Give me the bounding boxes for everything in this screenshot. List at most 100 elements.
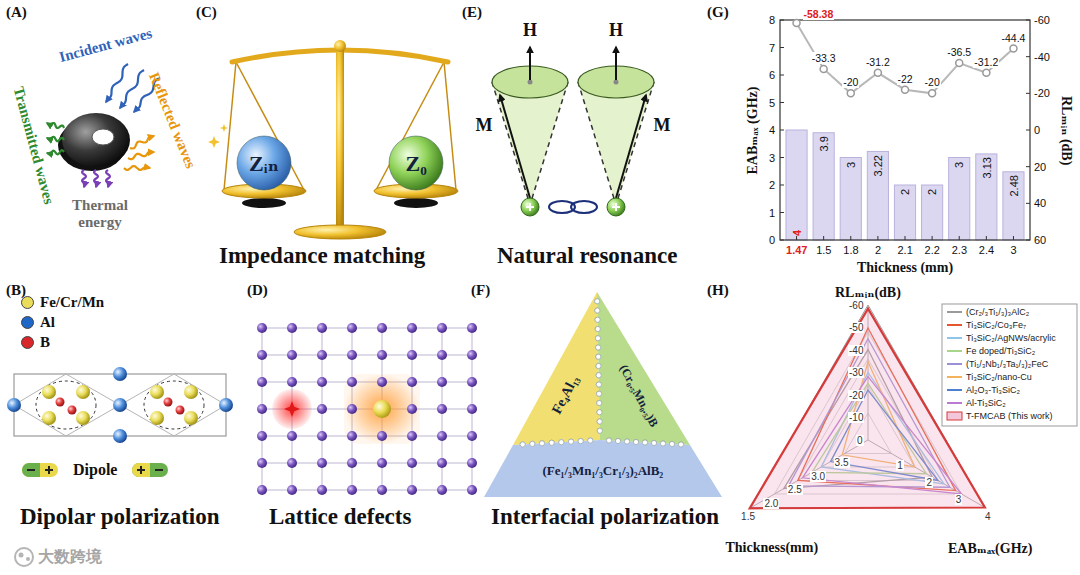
magnetization-label: M <box>654 115 671 136</box>
panel-letter: (A) <box>6 4 27 21</box>
lattice-atom <box>347 377 357 387</box>
dipole-right <box>22 463 58 477</box>
logo-dot <box>19 553 24 558</box>
interface-bead <box>595 336 600 341</box>
balance-foot <box>394 198 438 208</box>
interface-bead <box>642 440 647 445</box>
legend-sample <box>947 412 962 420</box>
rl-marker <box>793 19 800 26</box>
watermark-logo <box>15 548 33 566</box>
lattice-atom <box>257 350 267 360</box>
balance-pole <box>336 46 344 230</box>
legend-sample <box>947 337 962 339</box>
axis-title: RLₘᵢₙ (dB) <box>1058 96 1075 165</box>
interface-bead <box>669 441 674 446</box>
axis-tick: 2 <box>875 244 881 256</box>
rl-marker <box>820 65 827 72</box>
axis-tick: 2.3 <box>952 244 967 256</box>
metal-atom <box>42 411 56 425</box>
legend-text: Fe/Cr/Mn <box>40 294 104 311</box>
tick-mark <box>780 102 784 103</box>
wave-label: Reflected waves <box>145 70 199 171</box>
interface-bead <box>578 439 583 444</box>
legend-text: (Cr₂/₃Ti₁/₃)₃AlC₂ <box>966 307 1029 317</box>
orbit-center <box>528 80 533 85</box>
lattice-atom <box>257 404 267 414</box>
tick-mark <box>986 236 987 240</box>
bond-line <box>120 405 174 436</box>
radar-tick: -50 <box>848 322 864 333</box>
interface-bead <box>615 438 620 443</box>
boron-atom <box>56 398 65 407</box>
wave-arrow <box>124 166 150 170</box>
lattice-atom <box>317 377 327 387</box>
interface-bead <box>678 442 683 447</box>
rl-marker <box>874 69 881 76</box>
interface-bead <box>595 308 600 313</box>
spin-site <box>607 198 625 216</box>
rl-marker <box>902 86 909 93</box>
legend-sample <box>947 376 962 378</box>
axis-tick: 40 <box>1034 197 1046 209</box>
metal-atom <box>42 385 56 399</box>
wave-arrow <box>47 123 64 128</box>
axis-title: RLₘᵢₙ(dB) <box>835 284 901 301</box>
legend-text: Al-Ti₃SiC₂ <box>966 398 1006 408</box>
metal-atom <box>150 411 164 425</box>
bar-value: 3.22 <box>872 155 884 176</box>
lattice-atom <box>287 377 297 387</box>
interface-bead <box>597 400 602 405</box>
spin-site <box>521 198 539 216</box>
line-value: -36.5 <box>946 46 972 58</box>
eab-bar <box>867 151 888 240</box>
lattice-atom <box>437 350 447 360</box>
axis-tick: 8 <box>769 14 775 26</box>
interface-bead <box>597 428 602 433</box>
node-shape <box>513 292 600 445</box>
eab-bar <box>922 185 943 240</box>
rl-marker <box>1010 45 1017 52</box>
balance-base <box>294 225 386 239</box>
magnetization-label: M <box>476 115 493 136</box>
panel-caption: Impedance matching <box>219 243 425 269</box>
axis-title: Thickness(mm) <box>726 540 819 556</box>
tick-mark <box>796 236 797 240</box>
bar-value: 3 <box>845 161 857 167</box>
panel-caption: Dipolar polarization <box>20 504 220 530</box>
bond-line <box>66 405 120 436</box>
aluminium-atom <box>219 398 233 412</box>
metal-atom <box>76 411 90 425</box>
lattice-atom <box>287 350 297 360</box>
wave-arrow <box>47 137 64 141</box>
axis-tick: 1 <box>769 207 775 219</box>
plus-sign <box>615 203 617 211</box>
interface-bead <box>596 382 601 387</box>
interface-bead <box>596 382 601 387</box>
interface-bead <box>595 317 600 322</box>
wave-arrow <box>82 170 86 187</box>
interface-bead <box>596 391 601 396</box>
axis-title: EABₘₐₓ (GHz) <box>744 86 761 174</box>
dipole-right <box>132 463 168 477</box>
interface-bead <box>568 439 573 444</box>
interface-bead <box>595 317 600 322</box>
interface-bead <box>595 326 600 331</box>
legend-text: Al₂O₃-Ti₃SiC₂ <box>966 385 1020 395</box>
minus-sign <box>155 469 163 471</box>
eab-bar <box>840 158 861 241</box>
aluminium-atom <box>113 429 127 443</box>
moment-arrow <box>616 95 646 198</box>
lattice-atom <box>287 458 297 468</box>
bar-line-chart <box>780 19 1030 240</box>
logo-ring <box>15 548 33 566</box>
lattice-atom <box>377 485 387 495</box>
legend-sample <box>947 311 962 313</box>
legend-text: (Ti₁/₃Nb₁/₃Ta₁/₃)₂FeC <box>966 359 1048 369</box>
axis-tick: 60 <box>1034 234 1046 246</box>
legend-swatch <box>21 316 34 329</box>
radar-tick: 0 <box>856 435 864 446</box>
lattice-atom <box>317 431 327 441</box>
region-shape <box>597 292 690 445</box>
panel-caption: Interfacial polarization <box>491 504 719 530</box>
interface-bead <box>530 441 535 446</box>
